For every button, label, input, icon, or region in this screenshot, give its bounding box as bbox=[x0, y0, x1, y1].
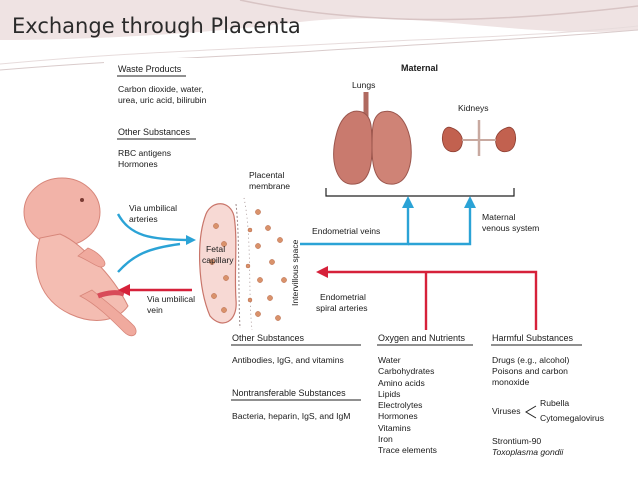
umbilical-arteries-label: arteries bbox=[129, 214, 158, 224]
placental-membrane-label: membrane bbox=[249, 181, 291, 191]
placental-membrane-label: Placental bbox=[249, 170, 285, 180]
harmful-line: Drugs (e.g., alcohol) bbox=[492, 355, 570, 365]
other-top-line: Hormones bbox=[118, 159, 158, 169]
viruses-label: Viruses bbox=[492, 406, 521, 416]
spiral-arteries-label: spiral arteries bbox=[316, 303, 368, 313]
red-flow-arrows bbox=[126, 270, 538, 330]
other-top-line: RBC antigens bbox=[118, 148, 172, 158]
umbilical-vein-label: vein bbox=[147, 305, 163, 315]
oxygen-heading: Oxygen and Nutrients bbox=[378, 333, 466, 343]
list-item: Amino acids bbox=[378, 377, 425, 388]
nontransferable-heading: Nontransferable Substances bbox=[232, 388, 346, 398]
virus-item: Cytomegalovirus bbox=[540, 413, 604, 423]
intervillous-space-label: Intervillous space bbox=[290, 239, 300, 306]
list-item: Lipids bbox=[378, 388, 401, 399]
list-item: Iron bbox=[378, 434, 393, 445]
waste-line: Carbon dioxide, water, bbox=[118, 84, 204, 94]
umbilical-vein-label: Via umbilical bbox=[147, 294, 196, 304]
lungs-label: Lungs bbox=[352, 80, 376, 90]
maternal-venous-label: venous system bbox=[482, 223, 540, 233]
list-item: Electrolytes bbox=[378, 400, 423, 411]
lungs-illustration bbox=[333, 92, 412, 185]
viruses-brace bbox=[525, 405, 537, 419]
list-item: Carbohydrates bbox=[378, 366, 435, 377]
oxygen-list: Water Carbohydrates Amino acids Lipids E… bbox=[378, 355, 437, 457]
endometrial-veins-label: Endometrial veins bbox=[312, 226, 381, 236]
virus-item: Rubella bbox=[540, 398, 570, 408]
nontransferable-text: Bacteria, heparin, IgS, and IgM bbox=[232, 411, 351, 421]
harmful-line: monoxide bbox=[492, 377, 530, 387]
list-item: Hormones bbox=[378, 411, 418, 422]
fetal-capillary-label: Fetal bbox=[206, 244, 226, 254]
fetal-capillary-label: capillary bbox=[202, 255, 234, 265]
kidneys-label: Kidneys bbox=[458, 103, 489, 113]
waste-line: urea, uric acid, bilirubin bbox=[118, 95, 207, 105]
list-item: Vitamins bbox=[378, 422, 411, 433]
slide-title: Exchange through Placenta bbox=[12, 14, 301, 38]
spiral-arteries-label: Endometrial bbox=[320, 292, 366, 302]
waste-heading: Waste Products bbox=[118, 64, 182, 74]
placenta-illustration bbox=[199, 197, 287, 331]
banner-shape bbox=[0, 0, 638, 40]
list-item: Trace elements bbox=[378, 445, 437, 456]
other-bottom-heading: Other Substances bbox=[232, 333, 305, 343]
kidneys-illustration bbox=[442, 120, 516, 156]
maternal-label: Maternal bbox=[401, 63, 439, 73]
harmful-extra-italic: Toxoplasma gondii bbox=[492, 447, 564, 457]
umbilical-arteries-label: Via umbilical bbox=[129, 203, 178, 213]
harmful-heading: Harmful Substances bbox=[492, 333, 574, 343]
list-item: Water bbox=[378, 355, 401, 365]
harmful-extra: Strontium-90 bbox=[492, 436, 542, 446]
fetus-illustration bbox=[23, 177, 137, 337]
blue-flow-arrows bbox=[116, 204, 472, 273]
other-top-heading: Other Substances bbox=[118, 127, 191, 137]
harmful-line: Poisons and carbon bbox=[492, 366, 568, 376]
maternal-venous-label: Maternal bbox=[482, 212, 516, 222]
other-bottom-text: Antibodies, IgG, and vitamins bbox=[232, 355, 344, 365]
